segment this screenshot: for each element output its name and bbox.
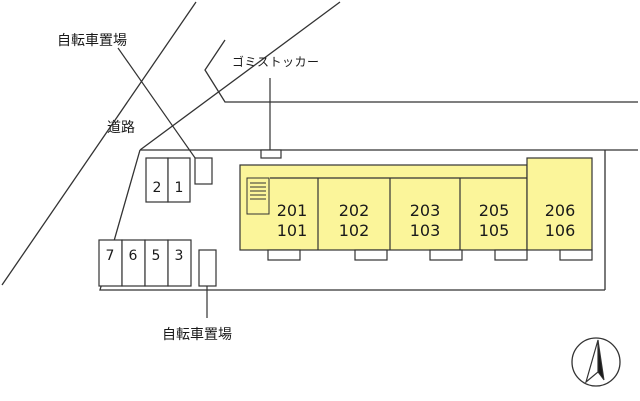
outdoor-units [267, 249, 593, 261]
outdoor-unit [429, 249, 463, 261]
bicycle-stand-top [194, 157, 213, 185]
parking-label-3: 3 [175, 248, 184, 264]
bicycle-parking-label-top: 自転車置場 [57, 33, 127, 49]
bicycle-stand-bottom [198, 249, 217, 287]
parking-label-7: 7 [106, 248, 115, 264]
north-arrow-icon [571, 337, 621, 387]
parking-space-3 [167, 239, 192, 287]
parking-label-5: 5 [152, 248, 161, 264]
unit-206: 206 [545, 201, 576, 220]
road-edge-right-diagonal [139, 1, 341, 151]
outdoor-unit [354, 249, 388, 261]
unit-203: 203 [410, 201, 441, 220]
unit-105: 105 [479, 221, 510, 240]
unit-102: 102 [339, 221, 370, 240]
north-arrow-right-half [597, 339, 605, 381]
outdoor-unit [494, 249, 528, 261]
unit-201: 201 [277, 201, 308, 220]
garbage-stocker-box [260, 149, 282, 159]
parking-bottom [98, 239, 192, 287]
road-edge-left [1, 1, 197, 286]
unit-103: 103 [410, 221, 441, 240]
bicycle-parking-label-bottom: 自転車置場 [162, 327, 232, 343]
unit-202: 202 [339, 201, 370, 220]
parking-space-1 [167, 157, 191, 203]
outdoor-unit [559, 249, 593, 261]
unit-101: 101 [277, 221, 308, 240]
parking-label-2: 2 [153, 180, 162, 196]
leader-bicycle-top [117, 47, 201, 166]
upper-street-edge [204, 39, 638, 103]
parking-label-1: 1 [175, 180, 184, 196]
unit-205: 205 [479, 201, 510, 220]
garbage-stocker-label: ゴミストッカー [232, 55, 320, 69]
staircase [246, 177, 270, 215]
unit-106: 106 [545, 221, 576, 240]
building-tall-unit [526, 157, 593, 251]
building [239, 157, 593, 251]
road-edge-lower [99, 149, 605, 291]
parking-top [145, 157, 191, 203]
parking-label-6: 6 [129, 248, 138, 264]
outdoor-unit [267, 249, 301, 261]
road-label: 道路 [107, 120, 135, 136]
road-lines [1, 1, 638, 291]
